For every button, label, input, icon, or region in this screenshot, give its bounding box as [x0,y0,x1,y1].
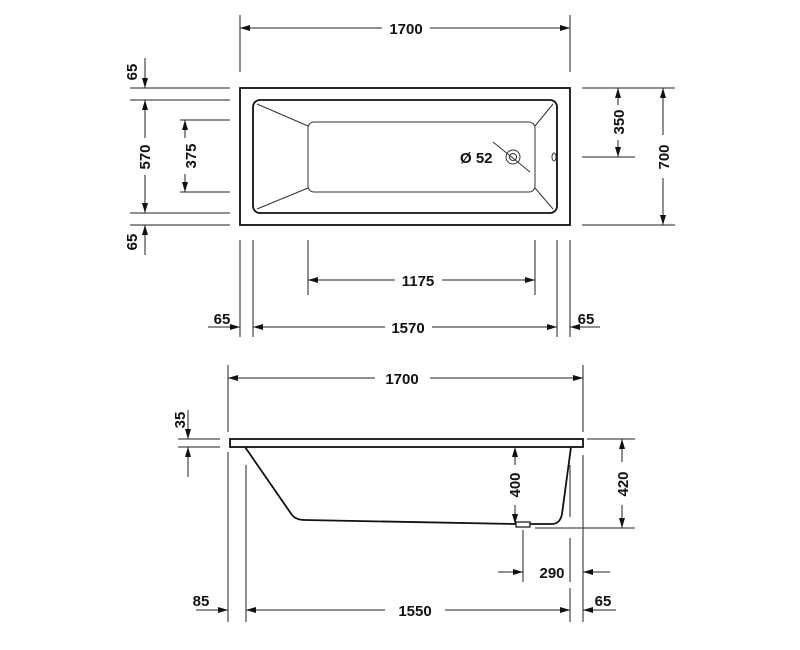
drain-icon [492,141,531,173]
top-view: Ø 52 1700 65 570 65 375 350 [124,15,675,337]
top-rim-right-label: 65 [578,311,595,328]
floor-length-label: 1175 [402,273,435,290]
rim-thickness-label: 35 [172,412,189,429]
basin-slope-lines [256,103,554,210]
drain-offset-label: 350 [611,109,628,134]
inner-depth-label: 400 [507,472,524,497]
drain-from-end-label: 290 [539,565,564,582]
base-length-label: 1550 [398,603,431,620]
side-view: 1700 35 400 420 290 [172,365,635,622]
top-rim-bottom-label: 65 [124,234,141,251]
side-overall-length-label: 1700 [385,371,418,388]
foot-left-label: 85 [193,593,210,610]
floor-width-label: 375 [183,143,200,168]
drain-outlet-icon [515,521,531,528]
overall-height-label: 420 [615,471,632,496]
overall-width-label: 700 [656,144,673,169]
top-rim-left-label: 65 [214,311,231,328]
top-overall-length-label: 1700 [389,21,422,38]
inner-width-label: 570 [137,144,154,169]
tub-basin-outline [252,99,558,214]
tub-floor [307,121,536,193]
tub-rim-profile [229,438,584,448]
foot-right-label: 65 [595,593,612,610]
overflow-icon [551,152,557,162]
inner-length-label: 1570 [391,320,424,337]
drain-diameter-label: Ø 52 [460,150,493,167]
top-rim-top-label: 65 [124,64,141,81]
